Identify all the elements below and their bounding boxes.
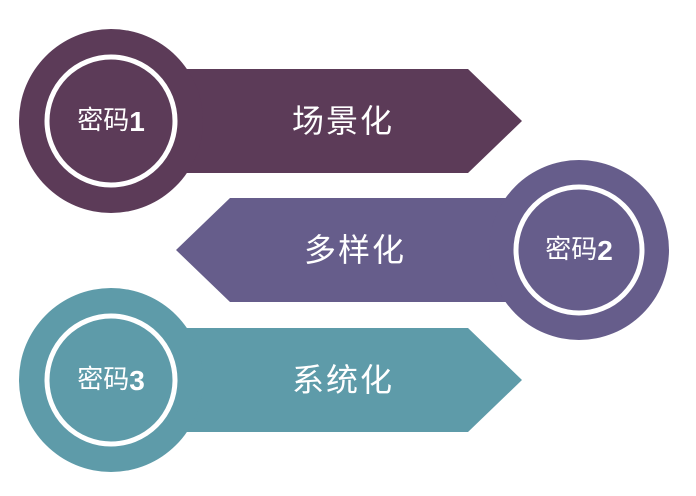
badge-3-label: 密码 xyxy=(77,365,129,395)
badge-3-number: 3 xyxy=(129,365,145,396)
badge-3-ring xyxy=(44,313,178,447)
badge-1-number: 1 xyxy=(129,106,145,137)
badge-1-label: 密码 xyxy=(77,106,129,136)
badge-2-number: 2 xyxy=(597,235,613,266)
item-2: 密码2 多样化 xyxy=(176,160,669,340)
band-3 xyxy=(150,328,522,432)
badge-3-text: 密码3 xyxy=(77,365,145,396)
band-2-label: 多样化 xyxy=(304,231,406,269)
item-3: 密码3 系统化 xyxy=(19,288,522,472)
badge-1-ring xyxy=(44,54,178,188)
badge-2-text: 密码2 xyxy=(545,235,613,266)
item-1: 密码1 场景化 xyxy=(19,29,522,213)
band-1 xyxy=(150,69,522,173)
badge-2-label: 密码 xyxy=(545,235,597,265)
badge-1-text: 密码1 xyxy=(77,106,145,137)
band-3-label: 系统化 xyxy=(292,361,394,399)
band-2 xyxy=(176,198,546,302)
band-1-label: 场景化 xyxy=(292,102,394,140)
badge-2-ring xyxy=(513,184,645,316)
